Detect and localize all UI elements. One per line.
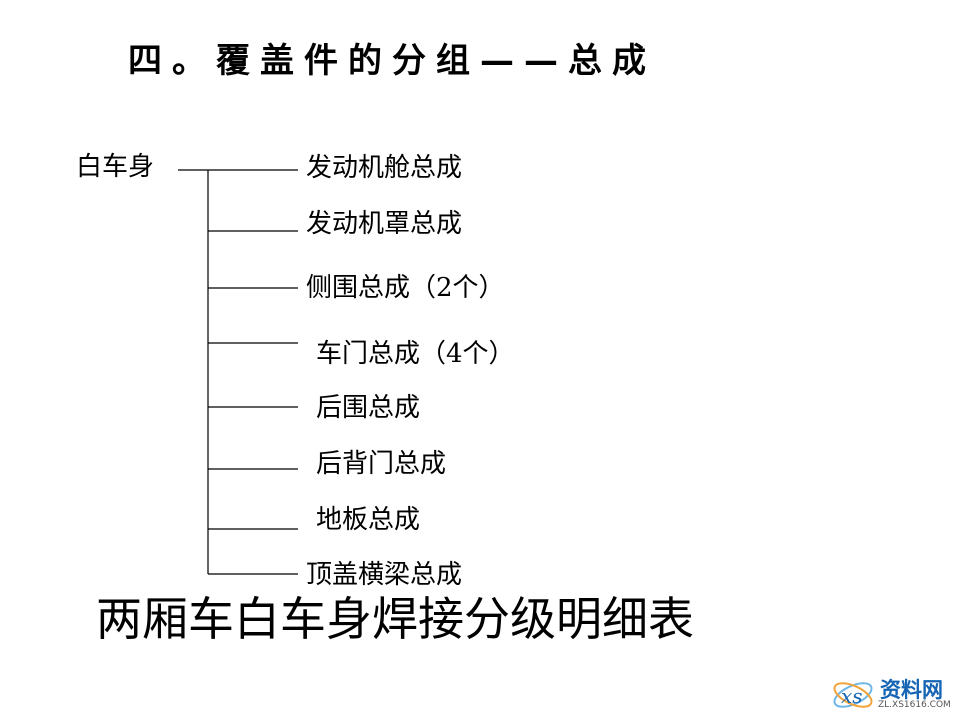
tree-node-label: 顶盖横梁总成 xyxy=(306,560,463,590)
slide-caption: 两厢车白车身焊接分级明细表 xyxy=(96,592,694,646)
tree-node-label: 地板总成 xyxy=(316,505,421,535)
watermark-url: ZL.XS1616.COM xyxy=(878,700,951,710)
watermark-brand: 资料网 xyxy=(880,678,943,702)
tree-node-label: 后背门总成 xyxy=(316,449,447,479)
xs-logo-icon: xs xyxy=(833,682,873,708)
tree-node-label: 发动机罩总成 xyxy=(306,209,463,239)
tree-root-label: 白车身 xyxy=(76,152,155,182)
slide-title: 四。覆盖件的分组——总成 xyxy=(128,41,656,81)
tree-node-label: 后围总成 xyxy=(316,393,421,423)
site-watermark: xs 资料网 ZL.XS1616.COM xyxy=(828,672,958,718)
svg-text:xs: xs xyxy=(841,684,863,708)
tree-node-label: 发动机舱总成 xyxy=(306,153,463,183)
tree-node-label: 车门总成（4个） xyxy=(316,339,515,369)
tree-node-label: 侧围总成（2个） xyxy=(306,273,505,303)
